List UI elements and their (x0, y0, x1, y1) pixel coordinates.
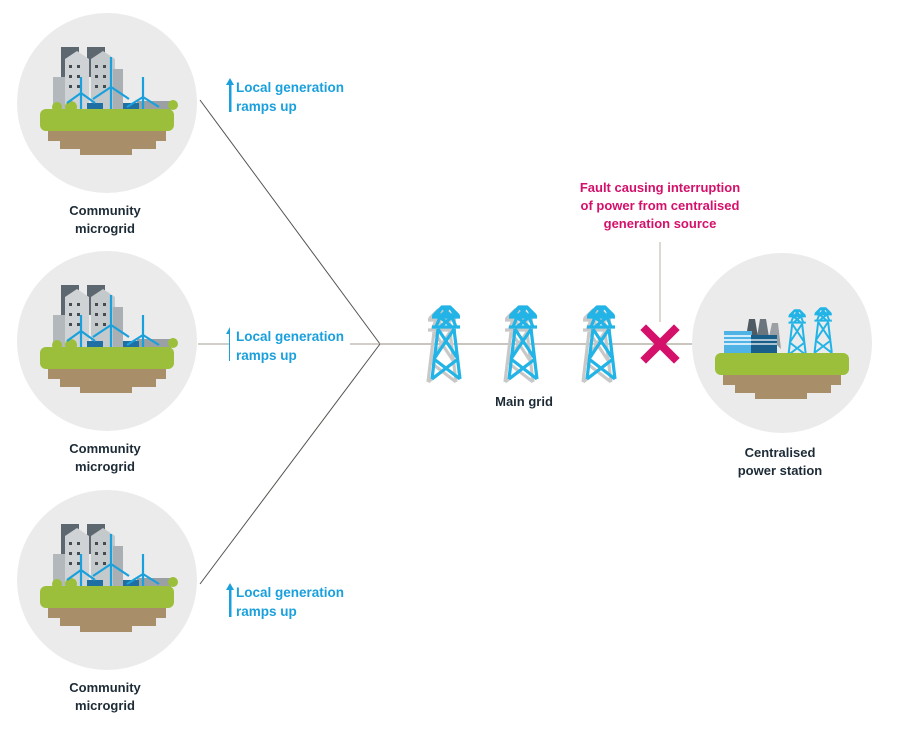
fault-line1: Fault causing interruption (579, 180, 741, 195)
microgrid-label: Community microgrid (45, 679, 165, 715)
power-station-circle (692, 253, 872, 433)
ramp-up-note: Local generation ramps up (230, 583, 344, 621)
microgrid-3 (17, 490, 197, 670)
ramp-note-line1: Local generation (236, 80, 345, 95)
ramp-up-note: Local generation ramps up (230, 78, 344, 116)
ramp-note-line2: ramps up (236, 348, 297, 363)
microgrid-label-line2: microgrid (75, 698, 135, 713)
up-arrow-icon (226, 78, 234, 112)
microgrid-label-line1: Community (69, 441, 141, 456)
main-grid-label: Main grid (495, 394, 553, 409)
microgrid-1 (17, 13, 197, 193)
microgrid-label-line1: Community (69, 203, 141, 218)
ramp-note-line1: Local generation (236, 329, 345, 344)
power-station-label: Centralised power station (715, 444, 845, 480)
link-microgrid-3 (199, 343, 381, 585)
ramp-up-note: Local generation ramps up (230, 327, 351, 365)
island-base (40, 586, 174, 632)
up-arrow-icon (226, 583, 234, 617)
microgrid-label: Community microgrid (45, 202, 165, 238)
microgrid-label-line2: microgrid (75, 221, 135, 236)
fault-line3: generation source (603, 216, 717, 231)
power-station-label-line1: Centralised (744, 445, 816, 460)
factory-illustration (724, 319, 781, 353)
microgrid-label: Community microgrid (45, 440, 165, 476)
link-microgrid-1 (199, 99, 381, 345)
microgrid-label-line1: Community (69, 680, 141, 695)
island-base (40, 109, 174, 155)
power-station (692, 253, 872, 433)
pylon-icon (503, 305, 539, 384)
microgrid-label-line2: microgrid (75, 459, 135, 474)
ramp-note-line1: Local generation (236, 585, 345, 600)
main-grid-towers (426, 305, 617, 384)
pylon-icon (426, 305, 462, 384)
fault-line2: of power from centralised (580, 198, 740, 213)
power-station-label-line2: power station (737, 463, 823, 478)
island-base (40, 347, 174, 393)
microgrid-2 (17, 251, 197, 431)
fault-annotation: Fault causing interruption of power from… (555, 179, 765, 233)
ramp-note-line2: ramps up (236, 604, 297, 619)
fault-cross-icon (640, 324, 680, 364)
pylon-icon (581, 305, 617, 384)
island-base (715, 353, 849, 399)
ramp-note-line2: ramps up (236, 99, 297, 114)
